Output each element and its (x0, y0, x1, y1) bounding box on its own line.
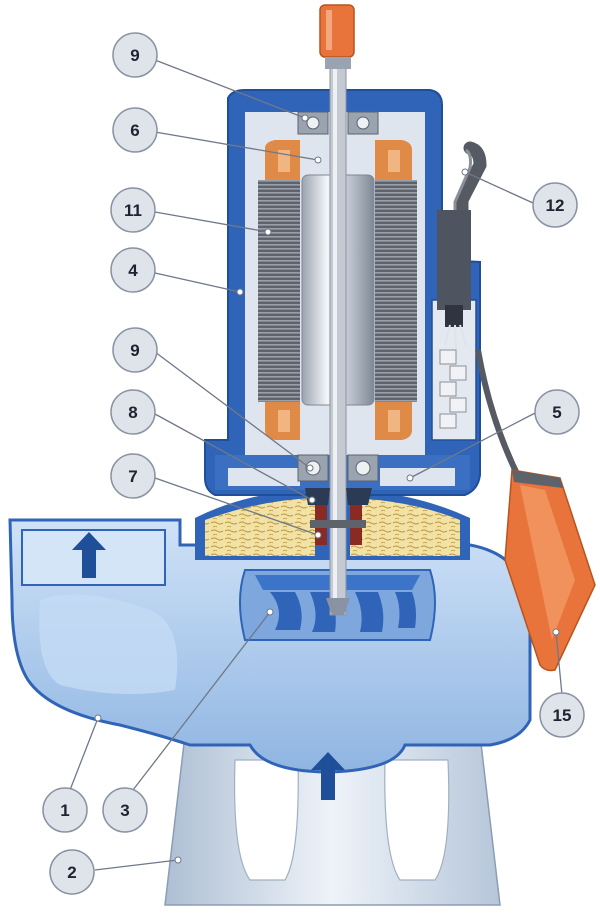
stator (258, 180, 417, 402)
callout-11: 11 (110, 187, 156, 233)
leader-lines (69, 59, 563, 871)
shaft (326, 59, 350, 616)
base-stand (164, 730, 501, 906)
callout-7: 7 (110, 453, 156, 499)
callout-1: 1 (42, 787, 88, 833)
callout-label: 9 (130, 46, 139, 65)
callout-8: 8 (110, 389, 156, 435)
callout-label: 4 (128, 261, 138, 280)
callout-label: 8 (128, 403, 137, 422)
callout-label: 2 (67, 863, 76, 882)
callout-3: 3 (102, 787, 148, 833)
callout-label: 12 (546, 196, 565, 215)
callout-4: 4 (110, 247, 156, 293)
callout-label: 7 (128, 467, 137, 486)
inlet-flow-arrow (311, 752, 345, 800)
callout-5: 5 (534, 389, 580, 435)
callout-9-mid: 9 (112, 327, 158, 373)
terminal-block (439, 349, 467, 429)
float-switch (475, 349, 596, 672)
callout-6: 6 (112, 107, 158, 153)
callout-label: 11 (124, 201, 142, 220)
windings (265, 140, 412, 440)
lifting-handle (319, 4, 355, 69)
mechanical-seals (305, 488, 372, 545)
bearings (297, 111, 379, 482)
callout-9-top: 9 (112, 32, 158, 78)
flow-arrows (72, 532, 345, 800)
callout-label: 9 (130, 341, 139, 360)
callout-label: 3 (120, 801, 129, 820)
callout-12: 12 (532, 182, 578, 228)
callout-label: 6 (130, 121, 139, 140)
callout-2: 2 (49, 849, 95, 895)
callout-label: 15 (553, 706, 572, 725)
callout-label: 1 (60, 801, 69, 820)
power-cable (437, 141, 487, 429)
callout-15: 15 (539, 692, 585, 738)
outlet-flow-arrow (72, 532, 106, 578)
callout-label: 5 (552, 403, 561, 422)
